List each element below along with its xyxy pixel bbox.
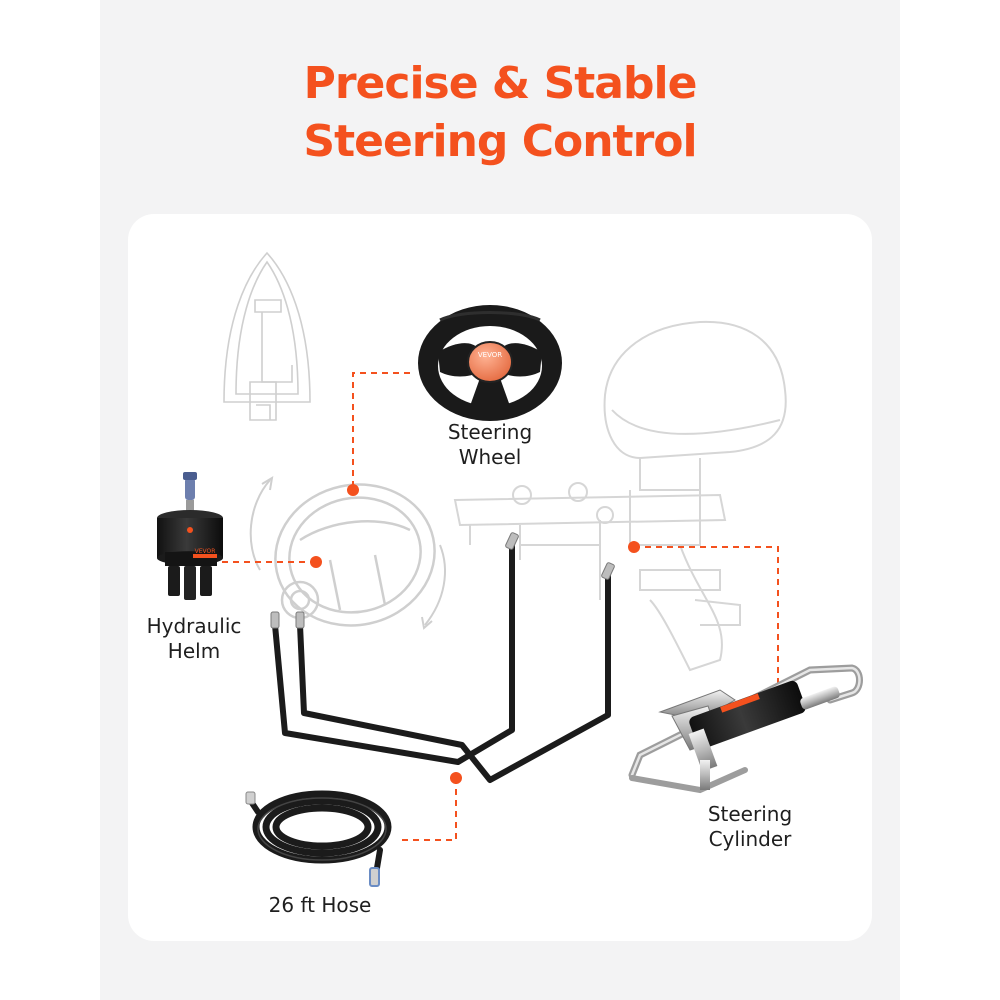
callout-connectors (222, 372, 779, 841)
wheel-logo: VEVOR (478, 351, 502, 359)
hose-coil-icon (245, 790, 392, 887)
label-hose: 26 ft Hose (268, 893, 372, 917)
outboard-motor-icon (453, 320, 787, 672)
label-steering-cylinder: Steering Cylinder (707, 802, 793, 851)
headline-line-1: Precise & Stable (303, 58, 698, 109)
steering-wheel-icon: VEVOR (418, 305, 562, 421)
label-steering-wheel: Steering Wheel (447, 420, 533, 469)
callout-dots (310, 484, 640, 784)
steering-wheel-ghost (249, 476, 446, 630)
hose-fittings (270, 532, 615, 629)
label-hydraulic-helm: Hydraulic Helm (146, 614, 242, 663)
headline: Precise & Stable Steering Control (100, 55, 900, 171)
headline-line-2: Steering Control (303, 116, 697, 167)
boat-outline-icon (223, 251, 311, 421)
steering-cylinder-icon (628, 664, 863, 794)
hydraulic-helm-icon: VEVOR (157, 472, 223, 600)
helm-brand: VEVOR (195, 548, 216, 555)
hydraulic-hose-lines (272, 542, 611, 783)
